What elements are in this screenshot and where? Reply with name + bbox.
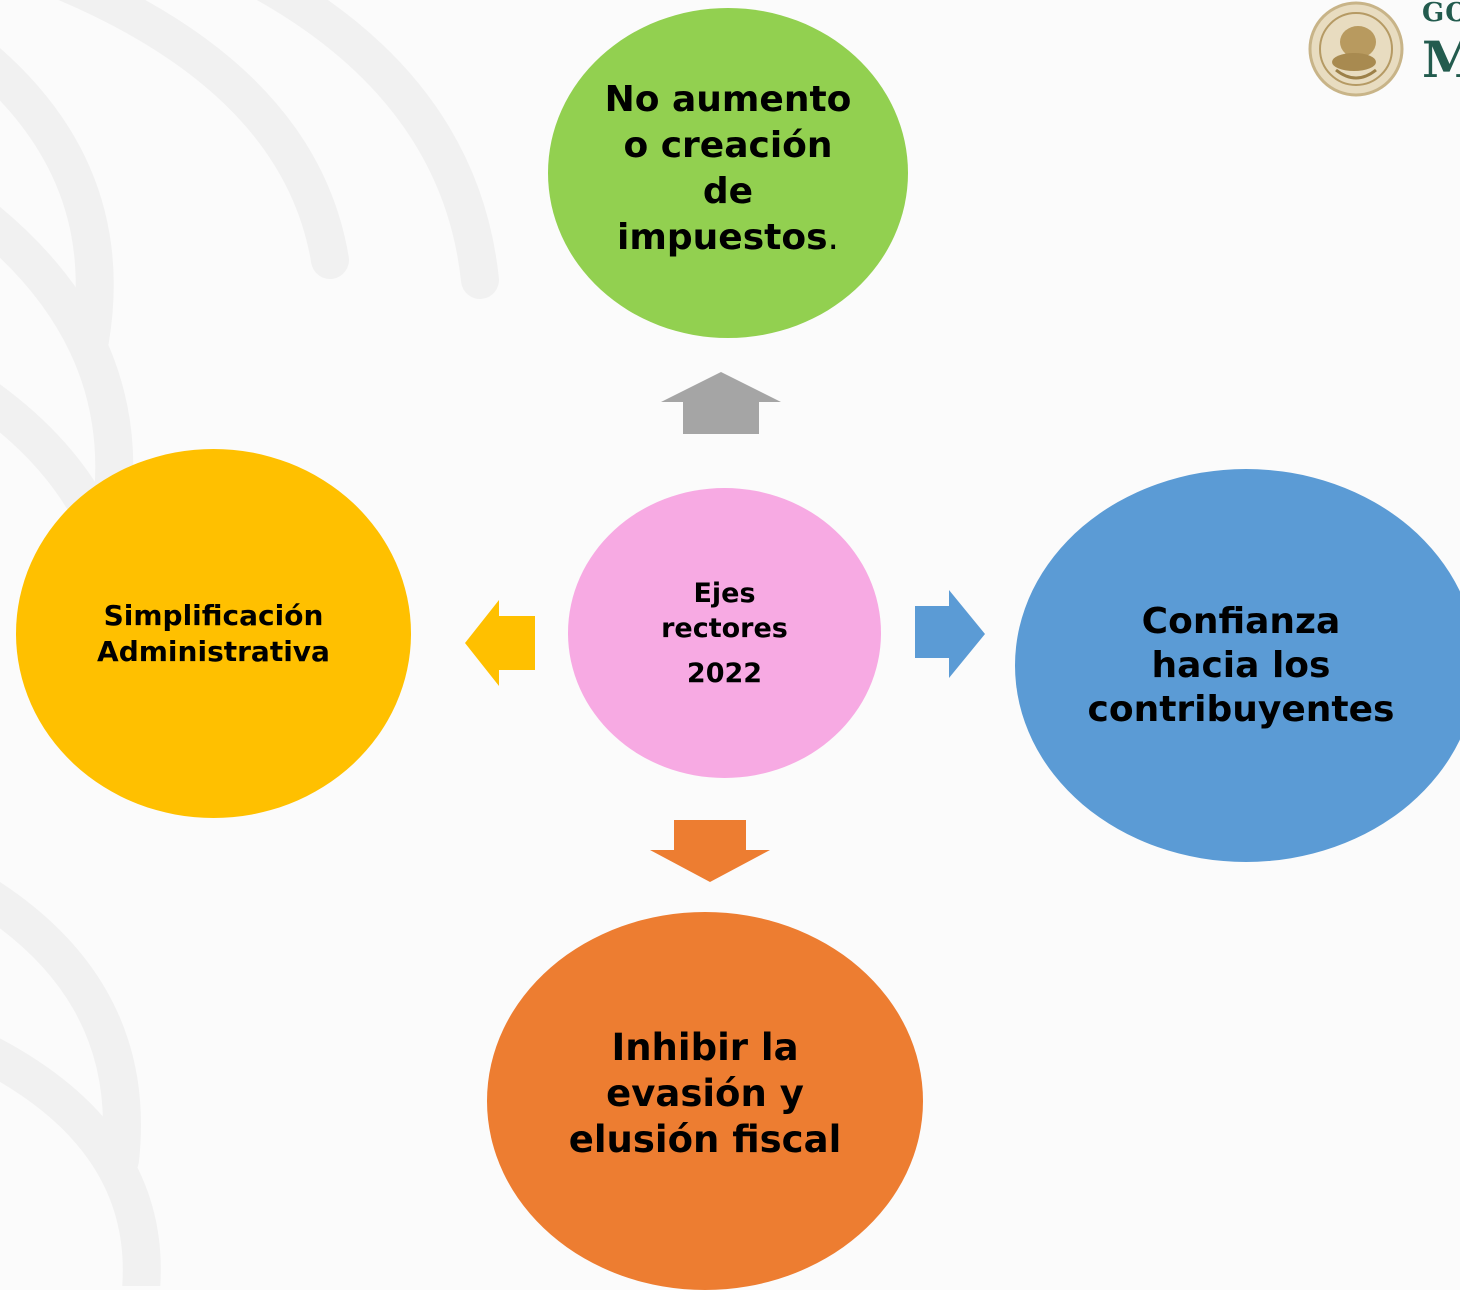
national-seal-icon — [1308, 1, 1404, 97]
node-confianza-line2: hacia los — [1151, 644, 1331, 686]
node-ejes-line1: Ejes — [693, 577, 756, 609]
logo-text-mexico: M — [1422, 30, 1460, 89]
node-inhibir-line2: evasión y — [606, 1072, 804, 1115]
arrow-up-icon — [661, 372, 781, 434]
node-ejes-year: 2022 — [686, 657, 763, 689]
node-ejes-line2: rectores — [661, 612, 788, 644]
node-no-aumento-impuestos: No aumento o creación de impuestos. — [548, 8, 908, 338]
node-no-aumento-label: No aumento o creación de impuestos. — [603, 77, 853, 261]
arrow-right-icon — [915, 590, 985, 678]
node-inhibir-line3: elusión fiscal — [568, 1118, 842, 1161]
node-no-aumento-text: No aumento o creación de impuestos — [604, 79, 852, 258]
node-confianza-contribuyentes: Confianza hacia los contribuyentes — [1015, 469, 1460, 862]
logo-text-gobierno: GO — [1422, 0, 1460, 28]
node-ejes-rectores: Ejes rectores 2022 — [568, 488, 881, 778]
node-confianza-line1: Confianza — [1141, 600, 1341, 642]
arrow-down-icon — [650, 820, 770, 882]
node-inhibir-evasion: Inhibir la evasión y elusión fiscal — [487, 912, 923, 1290]
node-simplificacion-line2: Administrativa — [97, 634, 330, 668]
node-simplificacion-administrativa: Simplificación Administrativa — [16, 449, 411, 818]
node-simplificacion-line1: Simplificación — [103, 598, 324, 632]
arrow-left-icon — [465, 600, 535, 686]
node-no-aumento-period: . — [827, 217, 839, 258]
node-inhibir-line1: Inhibir la — [611, 1026, 799, 1069]
node-confianza-line3: contribuyentes — [1087, 688, 1395, 730]
gobierno-mexico-logo: GO M — [1302, 0, 1460, 100]
